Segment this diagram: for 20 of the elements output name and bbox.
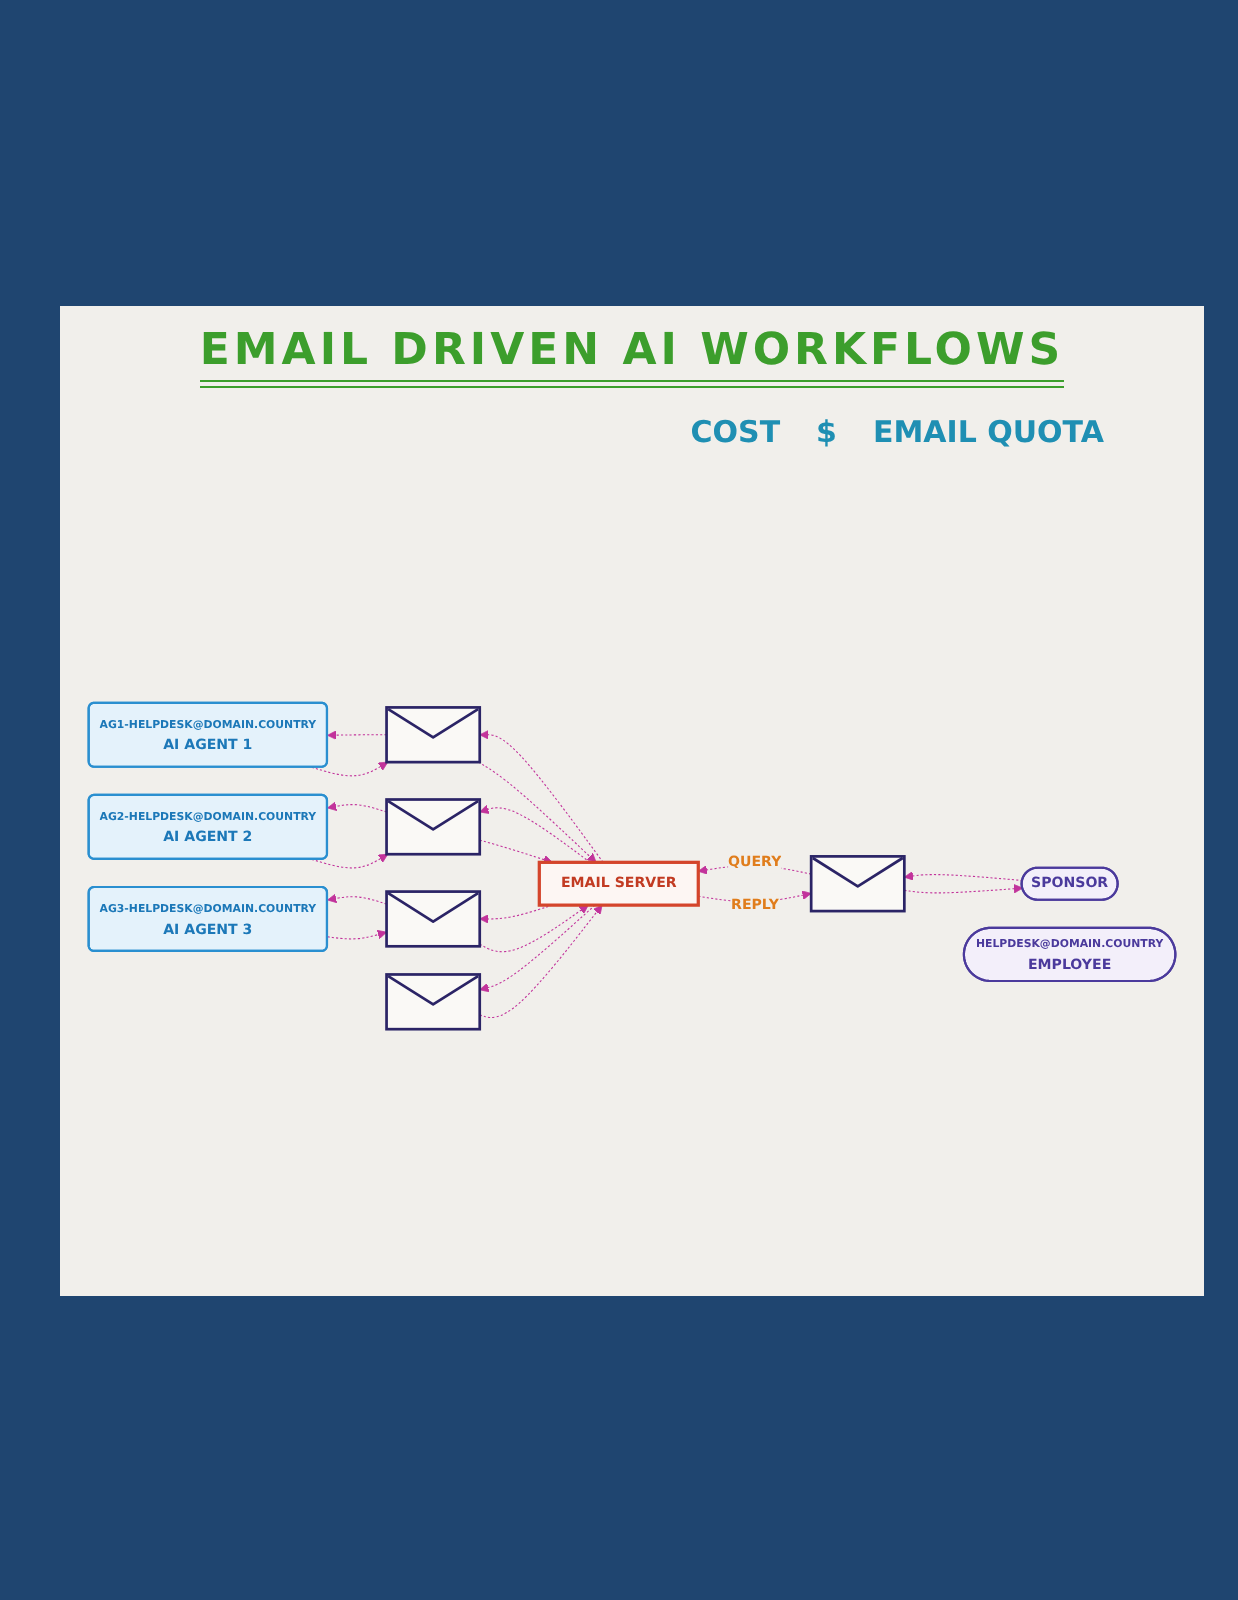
arrow <box>477 761 597 863</box>
arrow <box>479 904 603 1019</box>
node-box <box>537 860 700 907</box>
arrow <box>903 883 1024 894</box>
arrow <box>311 761 389 777</box>
arrow <box>326 929 387 940</box>
arrow <box>327 801 388 813</box>
arrow <box>479 730 604 863</box>
title: EMAIL DRIVEN AI WORKFLOWS <box>199 326 1065 388</box>
arrow <box>479 804 591 863</box>
arrow <box>327 730 388 740</box>
note-text: COST <box>690 414 781 450</box>
note-text: $ <box>816 414 837 450</box>
note-text: EMAIL QUOTA <box>872 414 1104 450</box>
arrow <box>903 871 1024 881</box>
arrow <box>479 904 589 953</box>
arrow <box>479 839 553 865</box>
arrow <box>479 904 596 993</box>
arrow <box>327 893 388 905</box>
arrow <box>311 853 389 869</box>
